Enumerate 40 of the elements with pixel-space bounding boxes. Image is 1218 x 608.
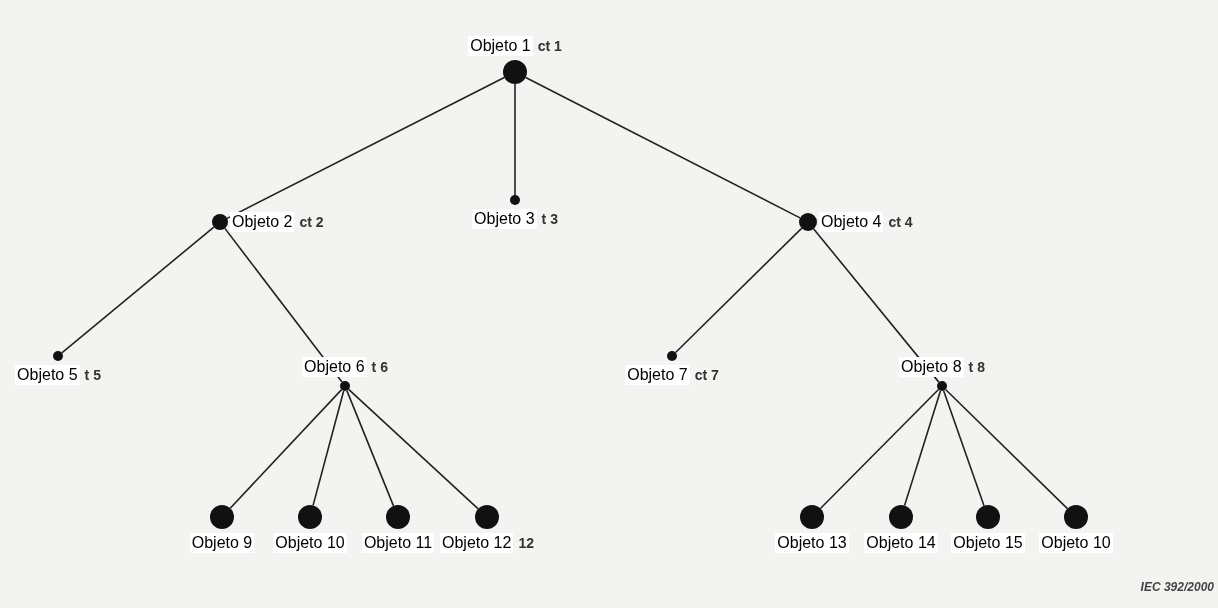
connector-line [347, 388, 479, 510]
node-label: Objeto 11 [361, 533, 435, 553]
scan-text-fragment: ct 2 [299, 214, 324, 230]
connector-line [812, 228, 940, 383]
node-label: Objeto 7 [625, 365, 690, 385]
node-label: Objeto 12 [440, 533, 514, 553]
connector-line [819, 388, 940, 510]
scan-text-fragment: t 8 [968, 359, 985, 375]
scan-text-fragment: ct 4 [888, 214, 913, 230]
connector-line [942, 389, 985, 507]
connector-line [312, 390, 345, 507]
node-label: Objeto 8 [899, 357, 964, 377]
node-label: Objeto 6 [302, 357, 367, 377]
node-label: Objeto 15 [951, 533, 1025, 553]
figure-reference: IEC 392/2000 [1140, 580, 1214, 594]
connector-line [903, 389, 942, 507]
node-label: Objeto 9 [189, 533, 255, 553]
node-label: Objeto 5 [15, 365, 80, 385]
node-label: Objeto 14 [864, 533, 938, 553]
connector-line [524, 76, 801, 219]
connector-line [514, 83, 516, 196]
connector-line [944, 388, 1069, 510]
connector-line [674, 227, 803, 354]
scan-text-fragment: ct 7 [694, 367, 719, 383]
node-label: Objeto 10 [1039, 533, 1113, 553]
scan-text-fragment: 12 [518, 535, 534, 551]
scan-text-fragment: t 3 [541, 211, 558, 227]
node-label: Objeto 1 [468, 36, 533, 56]
connector-line [61, 226, 215, 354]
connector-line [229, 388, 343, 510]
connector-line [226, 76, 506, 220]
node-label: Objeto 4 [819, 212, 884, 232]
connector-line [346, 389, 395, 507]
node-label: Objeto 3 [472, 209, 537, 229]
node-label: Objeto 13 [775, 533, 849, 553]
scan-text-fragment: ct 1 [537, 38, 562, 54]
node-label: Objeto 10 [273, 533, 347, 553]
scan-text-fragment: t 6 [371, 359, 388, 375]
node-label: Objeto 2 [230, 212, 295, 232]
scan-text-fragment: t 5 [84, 367, 101, 383]
